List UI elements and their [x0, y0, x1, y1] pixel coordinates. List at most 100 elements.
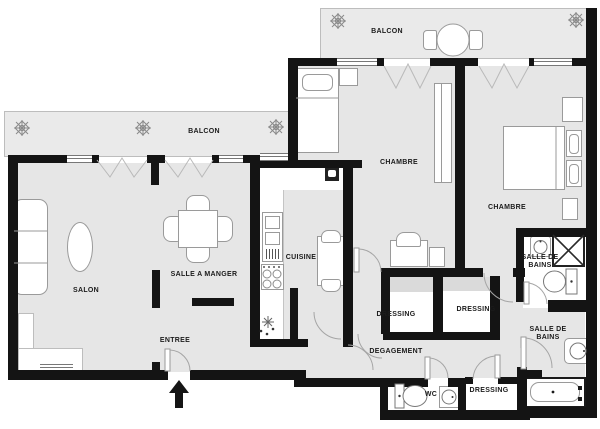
wall: [529, 58, 536, 66]
oven-vent: [266, 249, 279, 259]
tv-icon: [325, 168, 339, 181]
room-label-balcon-right: BALCON: [371, 28, 403, 35]
salon-floor: [18, 163, 250, 372]
wall: [381, 268, 483, 277]
wall: [455, 62, 465, 275]
balcony-left-floor: [4, 111, 290, 157]
dressing-1-shelf: [390, 277, 433, 292]
wall: [92, 155, 99, 163]
window: [67, 155, 92, 163]
oven-door-1: [265, 216, 280, 229]
wall: [498, 377, 517, 384]
room-label-balcon-left: BALCON: [188, 128, 220, 135]
wall: [243, 155, 260, 163]
wardrobe: [434, 83, 452, 183]
wall: [288, 58, 338, 66]
window: [337, 58, 377, 66]
oven-icon: [262, 212, 283, 262]
wall: [430, 58, 478, 66]
wall: [8, 370, 168, 380]
wall: [290, 288, 298, 344]
wall: [523, 407, 597, 418]
room-label-degagement: DEGAGEMENT: [369, 348, 423, 355]
balcony-chair-left: [423, 30, 437, 50]
wall: [465, 377, 473, 384]
wall: [548, 300, 596, 312]
window: [260, 153, 288, 161]
wall: [380, 410, 530, 420]
wall: [190, 370, 304, 380]
radiator: [40, 364, 73, 368]
dining-chair-bottom: [186, 246, 210, 263]
nightstand-3: [566, 160, 582, 187]
wall: [8, 155, 67, 163]
dressing-3-floor: [465, 384, 517, 410]
dresser-top: [562, 97, 583, 122]
nightstand-2: [566, 130, 582, 157]
room-label-salle-de-bains-2: SALLE DE BAINS: [529, 326, 567, 341]
room-label-cuisine: CUISINE: [285, 254, 317, 261]
room-label-chambre-2: CHAMBRE: [488, 204, 526, 211]
wall: [250, 163, 260, 347]
wall: [490, 276, 500, 334]
wall: [304, 378, 428, 387]
room-label-chambre-1: CHAMBRE: [380, 159, 418, 166]
coffee-table: [67, 222, 93, 272]
wall: [458, 378, 466, 416]
window: [534, 58, 572, 66]
wall: [147, 155, 165, 163]
dresser-bottom: [562, 198, 578, 220]
oven-door-2: [265, 232, 280, 245]
wall: [516, 228, 524, 302]
dining-chair-right: [216, 216, 233, 242]
wall: [377, 58, 384, 66]
desk-box: [429, 247, 445, 267]
wall: [8, 155, 18, 380]
wall: [152, 362, 160, 372]
dining-table: [178, 210, 218, 248]
wall: [288, 58, 298, 164]
wall: [517, 367, 527, 420]
wall: [383, 332, 443, 340]
balcony-right-floor: [320, 8, 590, 59]
balcony-chair-right: [469, 30, 483, 50]
sink-icon-wc: [439, 386, 459, 408]
wall: [572, 58, 596, 66]
kitchen-chair-bottom: [321, 279, 341, 292]
wall: [250, 339, 308, 347]
wall: [433, 268, 443, 340]
window: [219, 155, 243, 163]
room-label-dressing-2: DRESSING: [456, 306, 496, 313]
wall: [212, 155, 220, 163]
entrance-arrow-icon: [169, 380, 189, 408]
desk-chair: [396, 232, 421, 247]
room-label-wc: WC: [424, 391, 438, 398]
room-label-dressing-3: DRESSING: [469, 387, 509, 394]
stove-icon: [261, 264, 284, 290]
wall: [586, 8, 597, 418]
wall: [294, 370, 306, 387]
wall: [443, 332, 500, 340]
nightstand-1: [339, 68, 358, 86]
room-label-salle-a-manger: SALLE A MANGER: [170, 271, 238, 278]
wall: [521, 228, 596, 237]
bathtub-icon: [525, 377, 586, 408]
wall: [192, 298, 234, 306]
bed-double: [503, 126, 565, 190]
wall: [151, 163, 159, 185]
pillow-single: [302, 74, 333, 91]
wall: [380, 378, 388, 420]
room-label-dressing-1: DRESSING: [376, 311, 416, 318]
wall: [152, 270, 160, 308]
dressing-2-shelf: [443, 277, 490, 291]
room-label-entree: ENTREE: [159, 337, 191, 344]
room-label-salle-de-bains-1: SALLE DE BAINS: [521, 254, 559, 269]
wall: [448, 378, 466, 387]
wall: [520, 370, 542, 378]
wall: [381, 268, 390, 334]
wall: [343, 164, 353, 347]
sofa: [13, 199, 48, 295]
kitchen-chair-top: [321, 230, 341, 243]
kitchen-counter-top: [260, 168, 343, 190]
